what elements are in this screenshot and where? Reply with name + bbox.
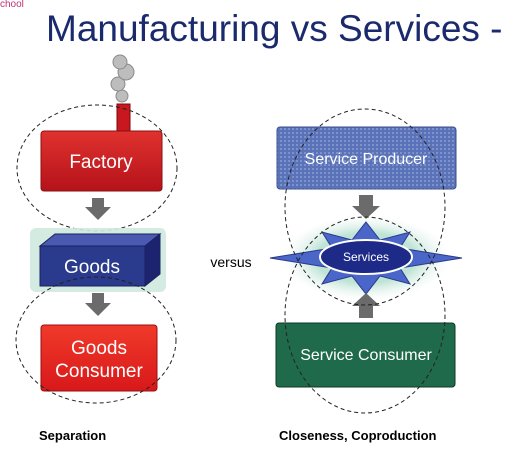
service-producer-box: [276, 126, 457, 190]
goods-consumer-box: [40, 324, 158, 392]
services-ellipse: [319, 239, 413, 275]
arrow-up-icon: [352, 293, 380, 318]
slide-title: Manufacturing vs Services -: [46, 8, 503, 49]
arrow-down-icon: [85, 293, 111, 316]
service-producer-label: Service Producer: [305, 151, 428, 168]
versus-label: versus: [210, 254, 251, 270]
separation-caption: Separation: [39, 428, 107, 443]
service-consumer-label: Service Consumer: [300, 347, 432, 364]
factory-box: [40, 130, 163, 192]
arrow-down-icon: [85, 198, 111, 220]
consumer-boundary-ellipse: [15, 276, 177, 404]
goods-consumer-label-line1: Goods: [71, 338, 127, 359]
goods-consumer-label-line2: Consumer: [55, 361, 143, 382]
goods-box: [38, 232, 162, 288]
goods-label: Goods: [64, 257, 120, 278]
producer-boundary-ellipse: [284, 108, 446, 306]
consumer-boundary-ellipse-right: [284, 216, 446, 414]
school-logo-text: chool: [0, 0, 24, 10]
services-label: Services: [343, 250, 389, 264]
smoke-puffs-icon: [110, 54, 135, 103]
arrow-down-icon: [352, 195, 380, 219]
service-consumer-box: [275, 322, 456, 388]
closeness-coproduction-caption: Closeness, Coproduction: [279, 428, 437, 443]
factory-label: Factory: [69, 152, 133, 173]
